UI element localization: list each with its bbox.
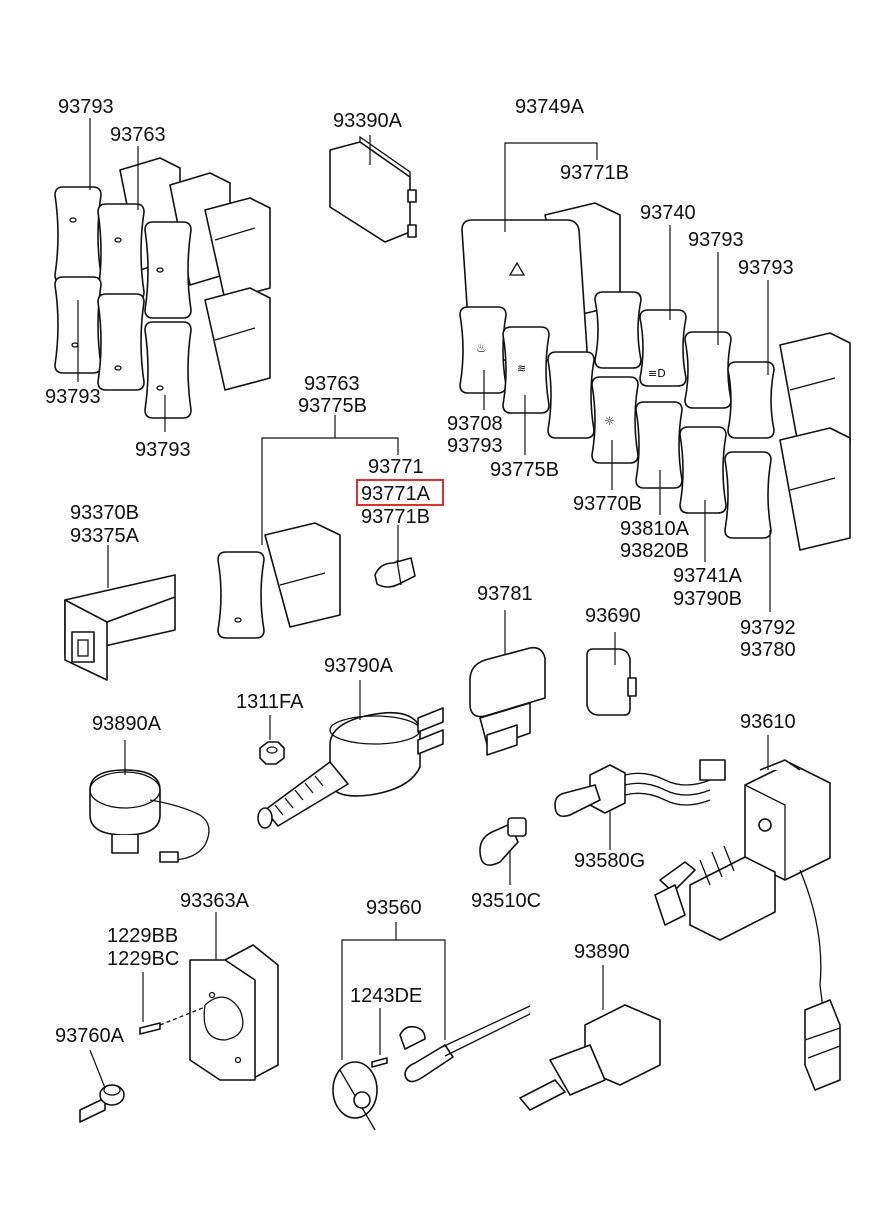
part-label: 93690 (585, 605, 641, 627)
blank-cap-93390A[interactable] (329, 135, 417, 243)
part-label: 1229BC (107, 948, 179, 970)
part-label: 93793 (58, 96, 114, 118)
nut-1311FA[interactable] (259, 741, 285, 765)
part-label: 93790B (673, 588, 742, 610)
part-label: 93610 (740, 711, 796, 733)
part-label: 93740 (640, 202, 696, 224)
cap-93690[interactable] (586, 648, 637, 716)
part-label: 1229BB (107, 925, 178, 947)
switch-93370B[interactable] (64, 574, 176, 681)
part-label: 93793 (45, 386, 101, 408)
screw-1229BB[interactable] (139, 1006, 206, 1035)
part-label: 93560 (366, 897, 422, 919)
part-label: 93781 (477, 583, 533, 605)
switch-unit-93610[interactable] (654, 759, 841, 1091)
bolt-93760A[interactable] (79, 1084, 125, 1123)
part-label: 1311FA (236, 691, 304, 713)
part-label: 93771 (368, 456, 424, 478)
bulb-93771[interactable] (374, 557, 416, 588)
highlight-box (356, 479, 444, 506)
switch-93763[interactable] (217, 522, 341, 639)
fog-lamp-icon: ≡D (648, 367, 666, 380)
sensor-93890[interactable] (519, 1004, 661, 1111)
part-label: 93771B (361, 506, 430, 528)
switch-stack-left[interactable] (54, 157, 271, 419)
part-label: 93708 (447, 413, 503, 435)
part-label: 93375A (70, 525, 140, 547)
switch-bank-right[interactable]: ♨ ≋ ☼ ≡D (459, 202, 851, 551)
part-label: 93749A (515, 96, 585, 118)
part-label: 93771B (560, 162, 629, 184)
sensor-93890A[interactable] (89, 769, 210, 863)
sun-icon: ☼ (604, 414, 615, 428)
part-label: 93770B (573, 493, 642, 515)
part-label: 93741A (673, 565, 743, 587)
switch-93560[interactable] (332, 1005, 531, 1131)
part-label: 93890 (574, 941, 630, 963)
part-label: 93363A (180, 890, 250, 912)
part-label: 1243DE (350, 985, 422, 1007)
part-label: 93890A (92, 713, 162, 735)
part-label: 93790A (324, 655, 394, 677)
part-label: 93780 (740, 639, 796, 661)
part-label: 93775B (298, 395, 367, 417)
part-label: 93580G (574, 850, 645, 872)
part-label: 93775B (490, 459, 559, 481)
part-label: 93810A (620, 518, 690, 540)
brake-switch-93790A[interactable] (257, 707, 444, 829)
part-label: 93793 (447, 435, 503, 457)
switch-93781[interactable] (469, 646, 546, 756)
part-label: 93370B (70, 502, 139, 524)
part-label: 93793 (688, 229, 744, 251)
part-label: 93763 (110, 124, 166, 146)
knob-93510C[interactable] (479, 817, 527, 866)
part-labels: 93793 93763 93793 93793 93390A 93749A 93… (45, 96, 796, 1047)
part-label: 93792 (740, 617, 796, 639)
hazard-triangle-icon (508, 261, 526, 276)
part-label: 93510C (471, 890, 541, 912)
part-label: 93820B (620, 540, 689, 562)
defrost-icon: ≋ (517, 362, 526, 375)
part-label: 93760A (55, 1025, 125, 1047)
part-label-highlighted[interactable]: 93771A (361, 483, 431, 505)
seat-heater-icon: ♨ (476, 341, 487, 355)
part-label: 93763 (304, 373, 360, 395)
part-label: 93390A (333, 110, 403, 132)
plate-93363A[interactable] (189, 944, 279, 1081)
part-label: 93793 (135, 439, 191, 461)
toggle-93580G[interactable] (554, 759, 726, 818)
part-label: 93793 (738, 257, 794, 279)
